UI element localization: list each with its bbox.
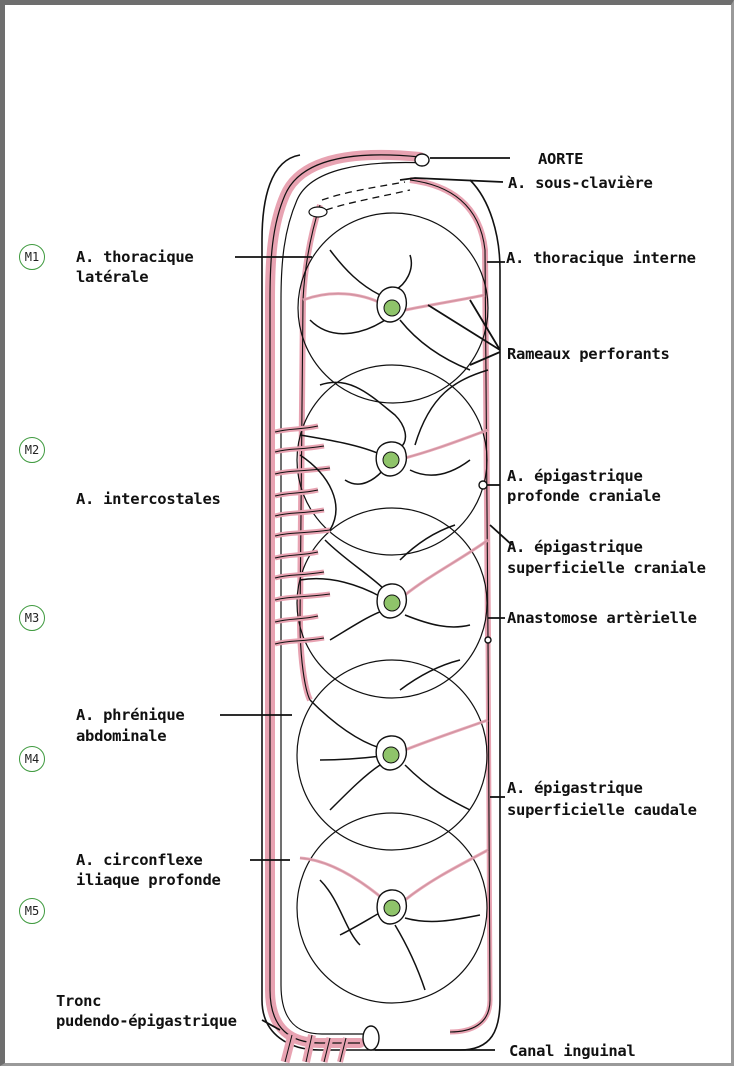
teats [376,287,406,924]
gland-vessels [300,250,488,990]
label-tronc-1: Tronc [56,992,101,1010]
label-canal-inguinal: Canal inguinal [509,1042,635,1060]
label-epi-sup-caud-1: A. épigastrique [507,779,642,797]
label-epi-sup-cran-2: superficielle craniale [507,559,706,577]
teat-3 [377,584,406,618]
mammary-badge-m3: M3 [19,605,45,631]
label-aorte: AORTE [538,150,583,168]
label-thoracique-interne: A. thoracique interne [506,249,696,267]
label-rameaux-perforants: Rameaux perforants [507,345,670,363]
label-phrenique-2: abdominale [76,727,166,745]
label-phrenique-1: A. phrénique [76,706,184,724]
aorta-end [415,154,429,166]
label-circonflexe-2: iliaque profonde [76,871,221,889]
label-intercostales: A. intercostales [76,490,221,508]
leader-lines [220,158,512,1050]
mammary-badge-m2: M2 [19,437,45,463]
teat-5 [377,890,406,924]
teat-1 [377,287,406,322]
label-circonflexe-1: A. circonflexe [76,851,202,869]
lateral-thoracic-artery [300,205,327,700]
label-thoracique-laterale-2: latérale [76,268,148,286]
label-epi-prof-cran-1: A. épigastrique [507,467,642,485]
label-epi-prof-cran-2: profonde craniale [507,487,661,505]
label-sous-claviere: A. sous-clavière [508,174,653,192]
label-thoracique-laterale-1: A. thoracique [76,248,193,266]
label-tronc-2: pudendo-épigastrique [56,1012,237,1030]
label-anastomose: Anastomose artèrielle [507,609,697,627]
subclavian-dashed [322,182,410,210]
label-epi-sup-cran-1: A. épigastrique [507,538,642,556]
label-epi-sup-caud-2: superficielle caudale [507,801,697,819]
mammary-badge-m5: M5 [19,898,45,924]
teat-2 [376,442,406,476]
mammary-badge-m4: M4 [19,746,45,772]
mammary-badge-m1: M1 [19,244,45,270]
teat-4 [376,736,406,770]
